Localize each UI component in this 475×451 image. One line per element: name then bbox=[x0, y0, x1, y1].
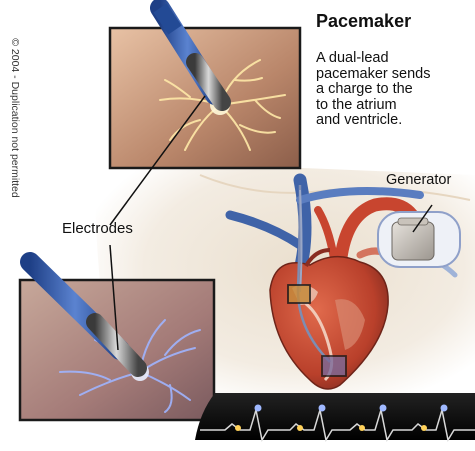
electrodes-label: Electrodes bbox=[62, 220, 133, 237]
copyright-notice: © 2004 - Duplication not permitted bbox=[9, 8, 21, 228]
diagram-title: Pacemaker bbox=[316, 11, 411, 32]
pacemaker-generator-icon bbox=[378, 212, 460, 267]
diagram-description: A dual-lead pacemaker sends a charge to … bbox=[316, 51, 474, 129]
atrium-electrode-inset bbox=[110, 8, 300, 168]
ecg-strip bbox=[195, 393, 475, 440]
generator-label: Generator bbox=[386, 172, 451, 188]
